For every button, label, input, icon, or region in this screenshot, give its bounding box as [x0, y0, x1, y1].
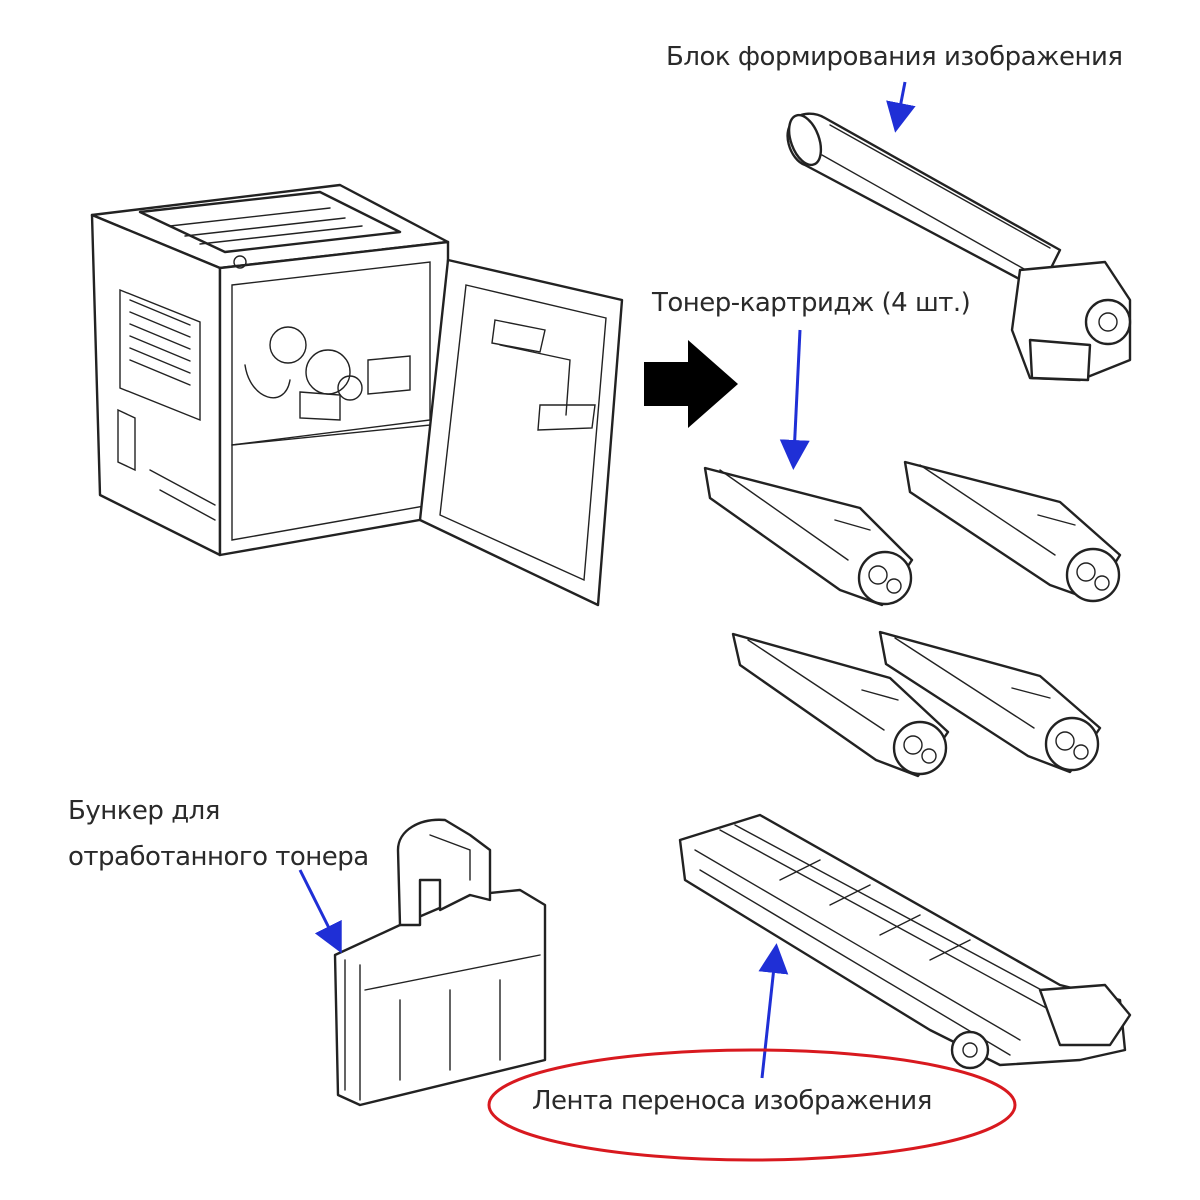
toner-cartridges [703, 460, 1122, 778]
waste-toner-box-illustration [333, 818, 547, 1107]
highlight-ellipse [487, 1048, 1017, 1162]
label-waste-toner-box: Бункер для отработанного тонера [68, 788, 398, 880]
transfer-belt-illustration [678, 813, 1132, 1070]
big-arrow [644, 340, 738, 428]
label-waste-line-1: Бункер для [68, 796, 220, 826]
toner-cartridge-2 [903, 460, 1122, 603]
image-drum-illustration [786, 112, 1132, 382]
drum-pointer-arrow [886, 81, 916, 133]
toner-cartridge-1 [703, 466, 914, 607]
label-waste-line-2: отработанного тонера [68, 842, 369, 872]
toner-pointer-arrow [779, 329, 810, 470]
toner-cartridge-3 [731, 632, 950, 778]
label-image-drum: Блок формирования изображения [666, 42, 1123, 72]
toner-cartridge-4 [878, 630, 1102, 774]
belt-pointer-arrow [758, 943, 789, 1079]
label-toner-cartridge: Тонер-картридж (4 шт.) [652, 288, 971, 318]
printer-illustration [90, 183, 624, 607]
label-transfer-belt: Лента переноса изображения [532, 1086, 932, 1116]
waste-pointer-arrow [298, 869, 342, 954]
